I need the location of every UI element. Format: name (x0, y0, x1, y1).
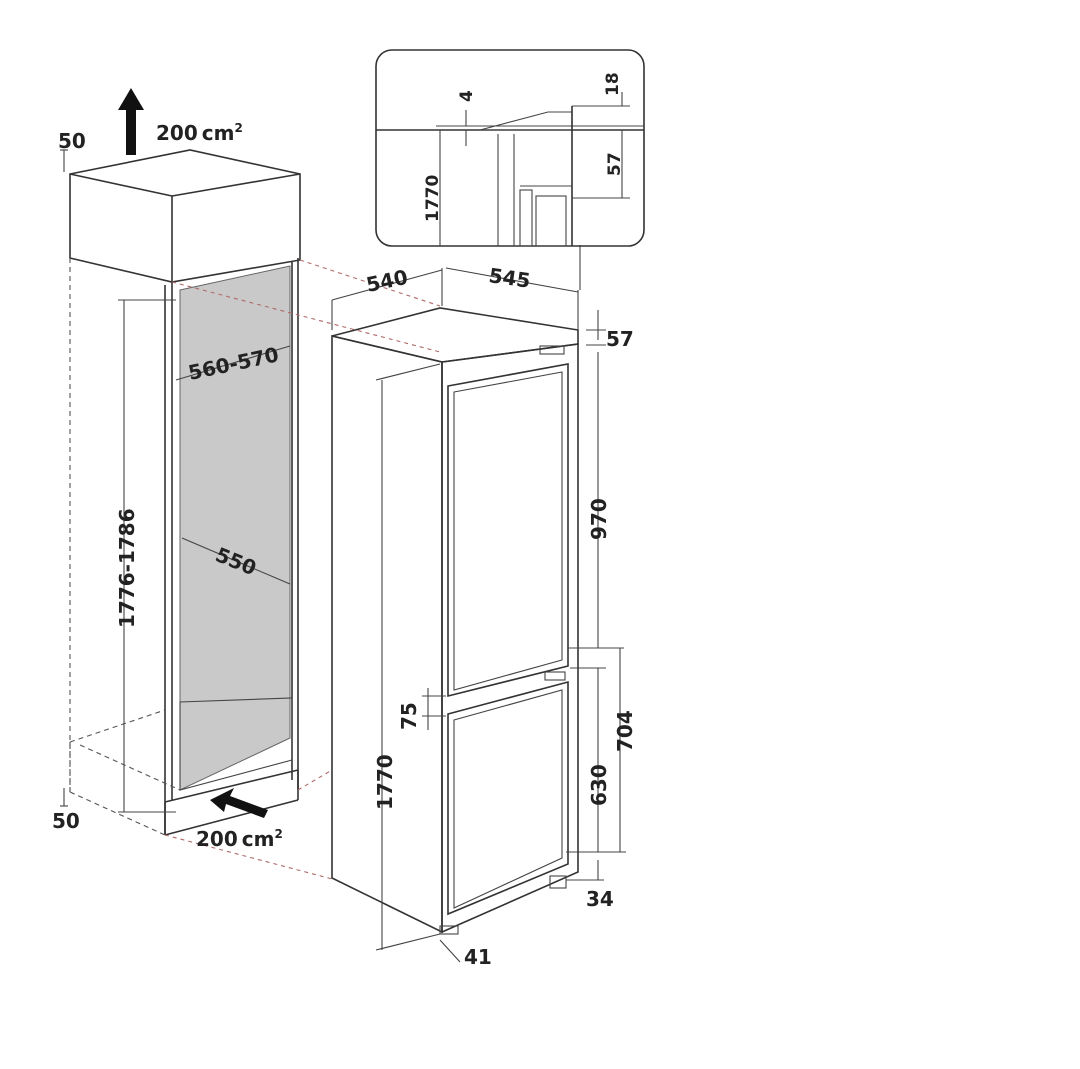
cabinet-niche-back (179, 265, 291, 791)
fridge-upper-door (447, 363, 569, 698)
niche-height-label: 1776-1786 (115, 508, 139, 628)
fridge-lower-door (447, 680, 569, 916)
ventilation-top-arrow-icon (118, 88, 144, 155)
ventilation-bottom-arrow-icon (210, 788, 268, 818)
cabinet-top-box (69, 149, 301, 283)
fridge-height-label: 1770 (373, 754, 397, 810)
fridge-top-offset-label: 57 (606, 327, 634, 351)
fridge-depth-label: 545 (487, 263, 532, 293)
inset-height-label: 1770 (423, 175, 443, 222)
foot-label: 41 (464, 945, 492, 969)
fridge-drawing (331, 307, 579, 935)
door-gap-label: 75 (397, 702, 421, 730)
inset-gap-label: 4 (457, 90, 477, 102)
inset-hinge-offset-label: 57 (605, 152, 625, 176)
upper-door-label: 970 (587, 498, 611, 540)
detail-inset (375, 49, 645, 247)
cabinet-drawing (69, 149, 301, 836)
cabinet-dimensions (60, 149, 291, 813)
cabinet-bottom-gap-label: 50 (52, 809, 80, 833)
cabinet-top-gap-label: 50 (58, 129, 86, 153)
plinth-label: 34 (586, 887, 614, 911)
lower-section-label: 704 (613, 710, 637, 752)
lower-door-label: 630 (587, 764, 611, 806)
fridge-width-label: 540 (364, 265, 410, 297)
projection-lines (164, 259, 441, 881)
fridge-dimensions (331, 245, 626, 963)
inset-top-clearance-label: 18 (603, 72, 623, 96)
